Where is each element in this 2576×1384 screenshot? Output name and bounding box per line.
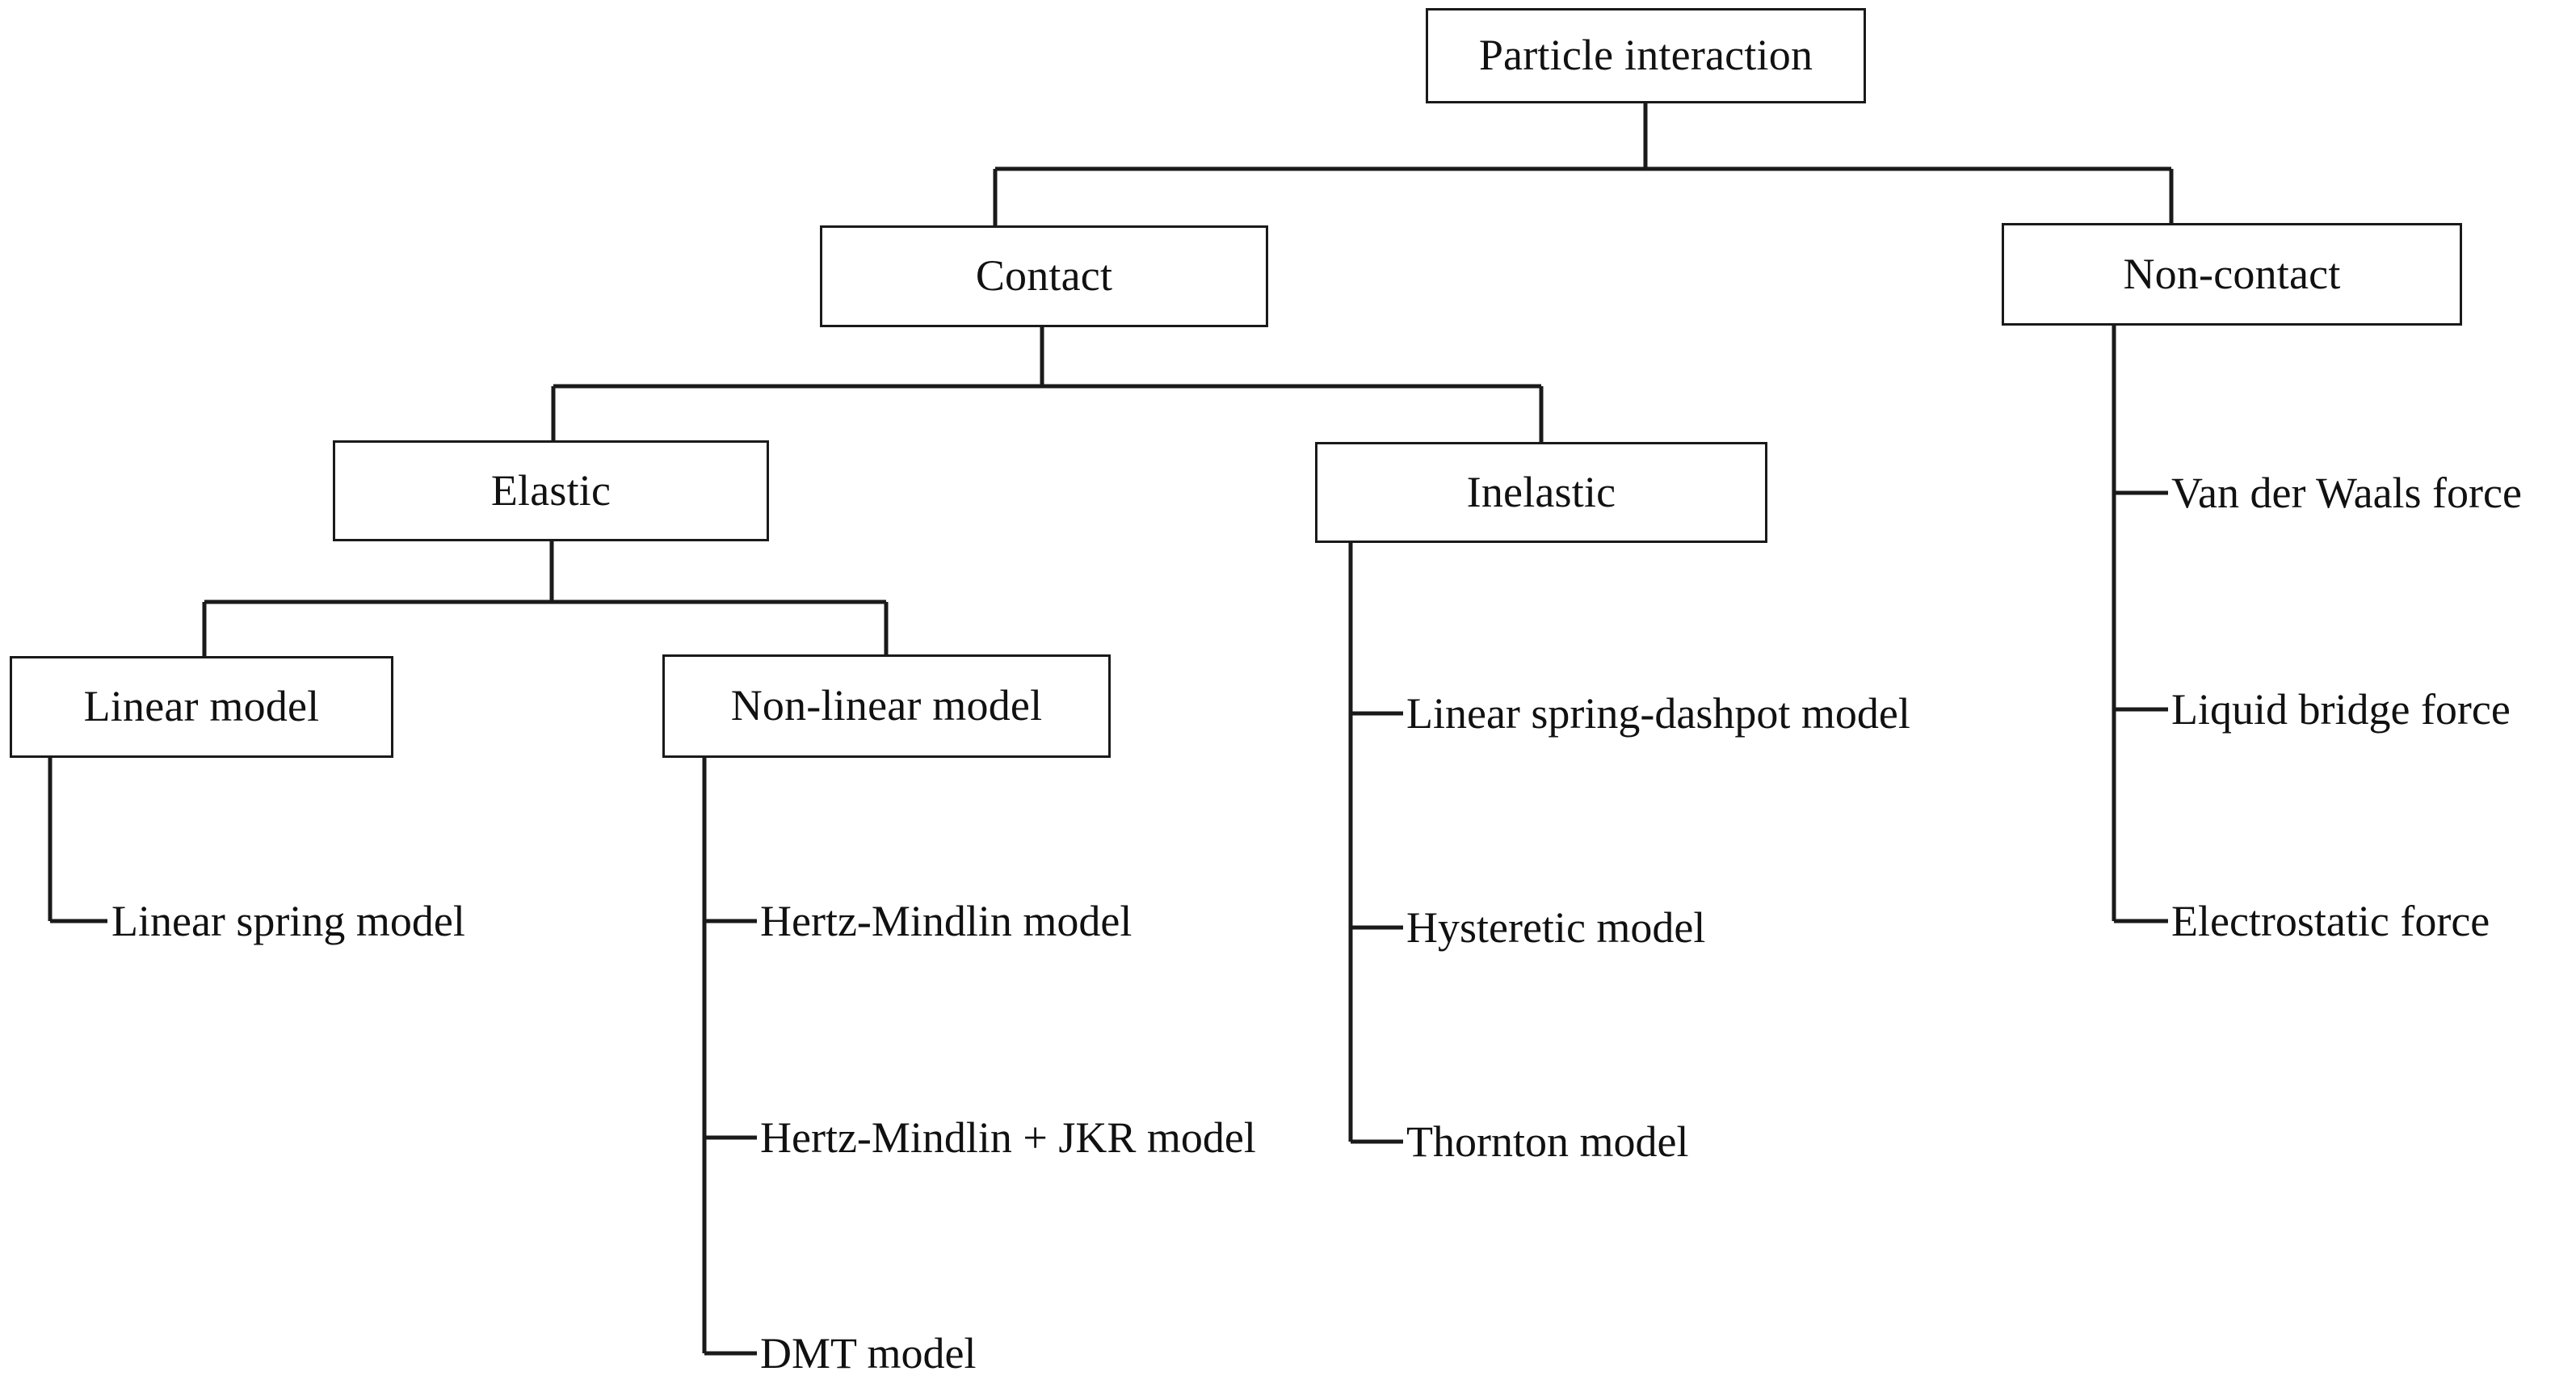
leaf-dmt-model[interactable]: DMT model (760, 1329, 977, 1378)
node-contact-label: Contact (975, 251, 1113, 301)
leaf-hertz-mindlin-jkr-model[interactable]: Hertz-Mindlin + JKR model (760, 1113, 1256, 1162)
node-elastic[interactable]: Elastic (333, 440, 769, 541)
node-non-linear-model[interactable]: Non-linear model (662, 654, 1111, 758)
node-non-linear-model-label: Non-linear model (730, 681, 1043, 730)
node-contact[interactable]: Contact (820, 225, 1268, 327)
node-particle-interaction[interactable]: Particle interaction (1426, 8, 1866, 103)
node-particle-interaction-label: Particle interaction (1478, 31, 1813, 80)
leaf-thornton-model[interactable]: Thornton model (1406, 1117, 1689, 1166)
node-linear-model-label: Linear model (83, 682, 320, 731)
leaf-linear-spring-dashpot-model[interactable]: Linear spring-dashpot model (1406, 689, 1910, 738)
node-non-contact-label: Non-contact (2123, 249, 2341, 298)
leaf-linear-spring-model[interactable]: Linear spring model (111, 897, 465, 945)
leaf-hysteretic-model[interactable]: Hysteretic model (1406, 903, 1706, 952)
node-elastic-label: Elastic (490, 465, 611, 515)
leaf-hertz-mindlin-model[interactable]: Hertz-Mindlin model (760, 897, 1133, 945)
node-non-contact[interactable]: Non-contact (2002, 223, 2462, 326)
node-inelastic-label: Inelastic (1466, 467, 1616, 516)
node-inelastic[interactable]: Inelastic (1315, 442, 1767, 543)
leaf-electrostatic-force[interactable]: Electrostatic force (2171, 897, 2490, 945)
leaf-van-der-waals-force[interactable]: Van der Waals force (2171, 469, 2522, 517)
leaf-liquid-bridge-force[interactable]: Liquid bridge force (2171, 685, 2511, 734)
node-linear-model[interactable]: Linear model (10, 656, 393, 758)
